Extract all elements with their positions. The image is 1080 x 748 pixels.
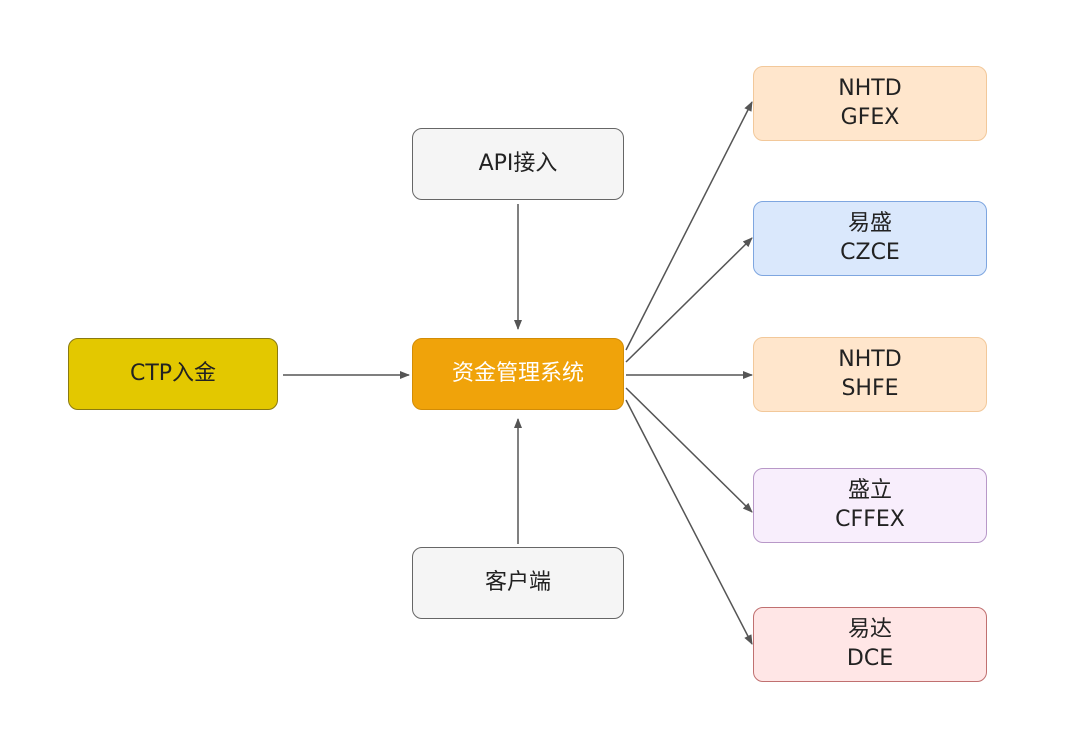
api-access-label: API接入 <box>478 150 558 176</box>
shengli-cffex-vendor: 盛立 <box>847 477 892 503</box>
yida-dce-vendor: 易达 <box>847 616 892 642</box>
yisheng-czce-node[interactable]: 易盛 CZCE <box>753 201 987 276</box>
edge-core-to-cffex <box>625 387 753 513</box>
shengli-cffex-exchange: CFFEX <box>835 506 905 532</box>
api-access-node[interactable]: API接入 <box>412 128 624 200</box>
edge-core-to-dce <box>625 399 753 645</box>
yida-dce-node[interactable]: 易达 DCE <box>753 607 987 682</box>
yida-dce-exchange: DCE <box>846 645 894 671</box>
nhtd-shfe-exchange: SHFE <box>841 375 899 401</box>
edge-core-to-czce <box>625 237 753 363</box>
ctp-deposit-node[interactable]: CTP入金 <box>68 338 278 410</box>
client-label: 客户端 <box>484 569 551 595</box>
fund-management-system-node[interactable]: 资金管理系统 <box>412 338 624 410</box>
fund-management-system-label: 资金管理系统 <box>451 360 584 386</box>
nhtd-gfex-exchange: GFEX <box>840 104 900 130</box>
client-node[interactable]: 客户端 <box>412 547 624 619</box>
nhtd-gfex-vendor: NHTD <box>838 75 902 101</box>
nhtd-shfe-node[interactable]: NHTD SHFE <box>753 337 987 412</box>
yisheng-czce-exchange: CZCE <box>840 239 900 265</box>
yisheng-czce-vendor: 易盛 <box>847 210 892 236</box>
nhtd-gfex-node[interactable]: NHTD GFEX <box>753 66 987 141</box>
nhtd-shfe-vendor: NHTD <box>838 346 902 372</box>
shengli-cffex-node[interactable]: 盛立 CFFEX <box>753 468 987 543</box>
ctp-deposit-label: CTP入金 <box>129 360 217 386</box>
edge-core-to-gfex <box>625 101 753 351</box>
